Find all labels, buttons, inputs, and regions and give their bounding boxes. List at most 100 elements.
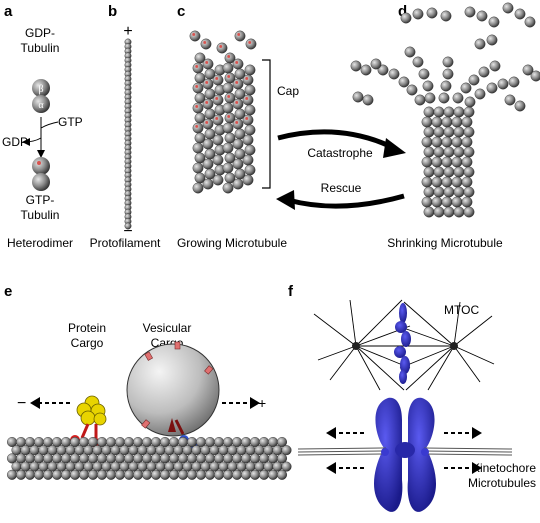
tubulin-bead (453, 126, 465, 138)
gtp-mark (227, 54, 231, 58)
tubulin-bead (277, 437, 288, 448)
kinetochore-microtubules (297, 447, 513, 456)
tubulin-bead (461, 176, 473, 188)
catastrophe-label: Catastrophe (307, 146, 373, 160)
tubulin-bead (244, 124, 256, 136)
tubulin-bead (192, 62, 204, 74)
gtp-mark (235, 60, 239, 64)
tubulin-bead (249, 469, 260, 480)
growing-caption: Growing Microtubule (177, 236, 287, 250)
tubulin-bead (474, 38, 486, 50)
tubulin-bead (244, 164, 256, 176)
tubulin-bead (488, 16, 500, 28)
tubulin-bead (502, 2, 514, 14)
vesicular-cargo-label-line1: Vesicular (143, 321, 192, 335)
tubulin-bead (461, 156, 473, 168)
tubulin-bead (277, 453, 288, 464)
tubulin-bead (443, 206, 455, 218)
tubulin-bead (186, 469, 197, 480)
tubulin-bead (232, 98, 244, 110)
tubulin-bead (189, 30, 201, 42)
tubulin-bead (377, 64, 389, 76)
panel-a-heterodimer: GDP- Tubulin β α GTP GDP GTP- Tubulin He… (2, 26, 83, 250)
tubulin-bead (202, 58, 214, 70)
gtp-mark (227, 114, 231, 118)
left-centrosome (352, 342, 360, 350)
tubulin-bead (78, 469, 89, 480)
tubulin-bead (200, 38, 212, 50)
tubulin-bead (222, 469, 233, 480)
tubulin-bead (350, 60, 362, 72)
rescue-arrowhead (276, 190, 295, 210)
tubulin-bead (443, 166, 455, 178)
microtubule-track (6, 437, 292, 480)
panel-letter-a: a (4, 3, 13, 20)
tubulin-bead (489, 60, 501, 72)
gtp-mark (245, 116, 249, 120)
tubulin-bead (259, 469, 270, 480)
tubulin-bead (464, 96, 476, 108)
tubulin-bead (433, 206, 445, 218)
tubulin-bead (281, 461, 292, 472)
tubulin-bead (441, 116, 453, 128)
tubulin-bead (242, 134, 254, 146)
growing-microtubule-lattice (189, 30, 257, 194)
tubulin-bead (222, 182, 234, 194)
tubulin-bead (277, 469, 288, 480)
gtp-mark (237, 32, 241, 36)
tubulin-bead (433, 166, 445, 178)
panel-letter-e: e (4, 283, 12, 300)
heterodimer-caption: Heterodimer (7, 236, 73, 250)
tubulin-bead (212, 94, 224, 106)
gtp-label: GTP (58, 115, 83, 129)
tubulin-bead (433, 126, 445, 138)
tubulin-bead (443, 106, 455, 118)
tubulin-bead (213, 469, 224, 480)
tubulin-bead (360, 64, 372, 76)
tubulin-bead (463, 126, 475, 138)
gtp-beta-subunit (32, 157, 50, 175)
tubulin-bead (232, 78, 244, 90)
plus-end-label: + (123, 23, 132, 40)
tubulin-bead (431, 196, 443, 208)
gtp-mark (37, 161, 41, 165)
tubulin-bead (433, 186, 445, 198)
tubulin-bead (177, 469, 188, 480)
tubulin-bead (514, 100, 526, 112)
gtp-mark (195, 64, 199, 68)
tubulin-bead (451, 136, 463, 148)
tubulin-bead (388, 68, 400, 80)
gdp-label: GDP (2, 135, 28, 149)
tubulin-bead (418, 68, 430, 80)
tubulin-bead (468, 74, 480, 86)
tubulin-bead (463, 206, 475, 218)
tubulin-bead (362, 94, 374, 106)
tubulin-bead (486, 34, 498, 46)
tubulin-bead (414, 94, 426, 106)
tubulin-bead (202, 98, 214, 110)
tubulin-bead (6, 469, 18, 480)
gtp-tubulin-label-line2: Tubulin (21, 208, 60, 222)
rescue-label: Rescue (321, 181, 362, 195)
tubulin-bead (423, 206, 435, 218)
tubulin-bead (34, 469, 45, 480)
tubulin-bead (476, 10, 488, 22)
tubulin-bead (398, 76, 410, 88)
catastrophe-arrowhead (383, 138, 406, 158)
tubulin-bead (244, 64, 256, 76)
tubulin-bead (195, 469, 206, 480)
tubulin-bead (202, 118, 214, 130)
tubulin-bead (451, 156, 463, 168)
kinetochore-label-line1: Kinetochore (472, 461, 536, 475)
gdp-tubulin-label-line1: GDP- (25, 26, 55, 40)
tubulin-bead (497, 78, 509, 90)
tubulin-bead (232, 158, 244, 170)
tubulin-bead (232, 118, 244, 130)
gtp-mark (235, 100, 239, 104)
tubulin-bead (441, 136, 453, 148)
tubulin-bead (440, 80, 452, 92)
tubulin-bead (433, 106, 445, 118)
tubulin-bead (242, 74, 254, 86)
